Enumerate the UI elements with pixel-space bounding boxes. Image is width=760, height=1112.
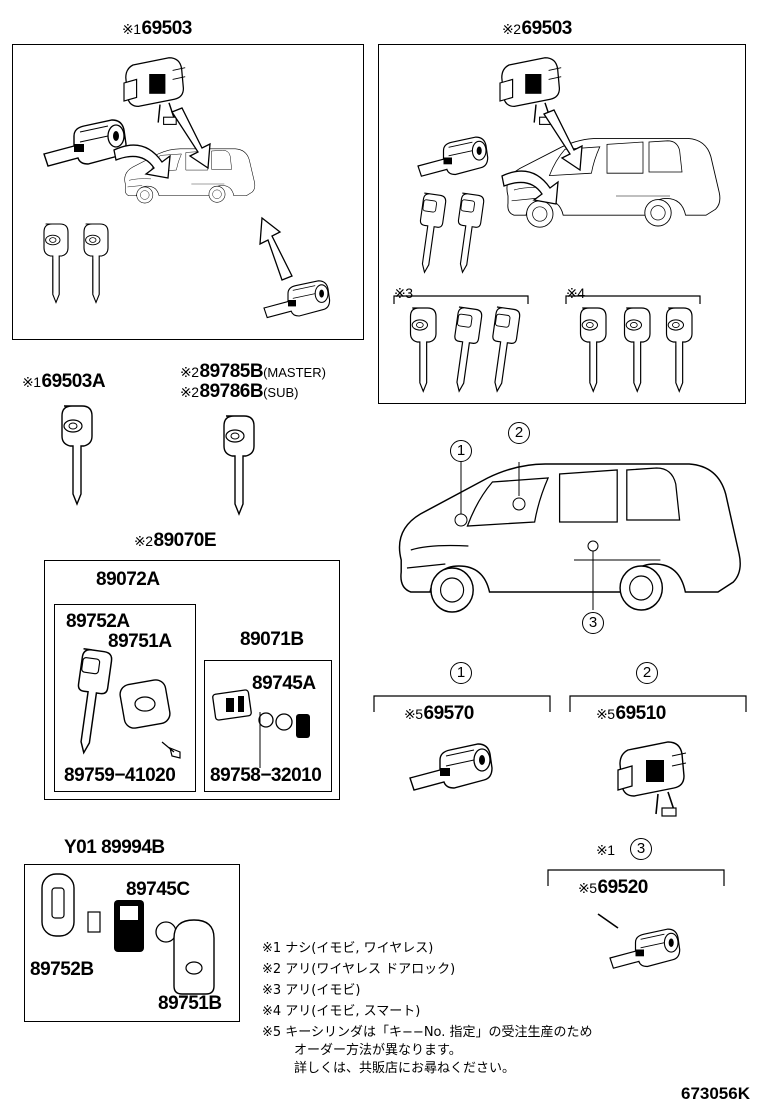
group-top-right-box bbox=[378, 44, 746, 404]
group-top-left-box bbox=[12, 44, 364, 340]
arrow-icon bbox=[543, 109, 583, 172]
group-top-right-label: ※269503 bbox=[502, 18, 572, 39]
screw-icon bbox=[161, 741, 181, 759]
transmitter-89070e-box bbox=[44, 560, 340, 800]
cylinder-3-mark: ※1 bbox=[596, 842, 615, 858]
part-89759-41020-label: 89759−41020 bbox=[64, 765, 176, 786]
note-1: ※1 ナシ(イモビ, ワイヤレス) bbox=[262, 941, 434, 956]
cylinder-1-callout: 1 bbox=[450, 662, 472, 684]
part-89751a-label: 89751A bbox=[108, 631, 172, 652]
cylinder-2-callout: 2 bbox=[636, 662, 658, 684]
note-4: ※4 アリ(イモビ, スマート) bbox=[262, 1004, 421, 1019]
arrow-icon bbox=[171, 107, 211, 170]
key-icon bbox=[409, 307, 437, 392]
transmitter-case-icon bbox=[119, 679, 171, 729]
cylinder-3-label: ※569520 bbox=[578, 877, 648, 898]
key-89785b-label: ※289785B(MASTER) bbox=[180, 361, 326, 382]
key-icon bbox=[579, 307, 607, 392]
bracket-line bbox=[373, 695, 551, 712]
bracket-line bbox=[565, 295, 701, 304]
callout-3: 3 bbox=[582, 612, 604, 634]
smart-key-label: Y01 89994B bbox=[64, 837, 165, 858]
leader-line bbox=[259, 712, 261, 768]
part-89752a-label: 89752A bbox=[66, 611, 130, 632]
arrow-icon bbox=[259, 216, 293, 281]
bracket-line bbox=[393, 295, 529, 304]
callout-leader-lines bbox=[454, 462, 599, 610]
door-cylinder-part bbox=[263, 280, 331, 319]
key-89786b-label: ※289786B(SUB) bbox=[180, 381, 299, 402]
cylinder-3-callout: 3 bbox=[630, 838, 652, 860]
part-89751b-label: 89751B bbox=[158, 993, 222, 1014]
note-2: ※2 アリ(ワイヤレス ドアロック) bbox=[262, 962, 456, 977]
transmitter-89070e-label: ※289070E bbox=[134, 530, 217, 551]
set-89072a-box bbox=[54, 604, 196, 792]
key-icon bbox=[43, 223, 69, 303]
part-89752b-label: 89752B bbox=[30, 959, 94, 980]
group-top-left-label: ※169503 bbox=[122, 18, 192, 39]
key-icon bbox=[61, 405, 93, 505]
key-icon bbox=[665, 307, 693, 392]
key-icon bbox=[484, 306, 522, 394]
set-89071b-box bbox=[204, 660, 332, 792]
cylinder-1-label: ※569570 bbox=[404, 703, 474, 724]
smart-key-box bbox=[24, 864, 240, 1022]
key-blade-icon bbox=[68, 648, 114, 756]
set-89071b-label: 89071B bbox=[240, 629, 304, 650]
callout-2: 2 bbox=[508, 422, 530, 444]
part-89758-32010-label: 89758−32010 bbox=[210, 765, 322, 786]
smart-key-board-icon bbox=[114, 900, 177, 952]
part-89745c-label: 89745C bbox=[126, 879, 190, 900]
small-part-icon bbox=[87, 911, 101, 933]
cylinder-2-label: ※569510 bbox=[596, 703, 666, 724]
ignition-cylinder-part bbox=[409, 743, 493, 791]
door-lock-cylinder-part bbox=[617, 741, 687, 817]
note-3: ※3 アリ(イモビ) bbox=[262, 983, 361, 998]
arrow-icon bbox=[113, 144, 171, 179]
key-icon bbox=[412, 192, 448, 275]
smart-key-shell-icon bbox=[173, 919, 215, 995]
catalog-code: 673056K bbox=[680, 1084, 750, 1103]
note-5-line-3: 詳しくは、共販店にお尋ねください。 bbox=[294, 1061, 516, 1076]
note-5-line-2: オーダー方法が異なります。 bbox=[294, 1043, 462, 1058]
transmitter-board-icon bbox=[212, 689, 310, 738]
callout-1: 1 bbox=[450, 440, 472, 462]
ignition-cylinder-part bbox=[417, 136, 489, 177]
key-69503a-label: ※169503A bbox=[22, 371, 106, 392]
smart-key-case-icon bbox=[41, 873, 75, 937]
note-5: ※5 キーシリンダは「キ−−No. 指定」の受注生産のため bbox=[262, 1025, 593, 1040]
key-icon bbox=[450, 192, 486, 275]
bracket-line bbox=[547, 869, 725, 886]
door-cylinder-part bbox=[597, 913, 681, 969]
key-icon bbox=[623, 307, 651, 392]
bracket-line bbox=[569, 695, 747, 712]
key-icon bbox=[446, 306, 484, 394]
key-icon bbox=[223, 415, 255, 515]
set-89072a-label: 89072A bbox=[96, 569, 160, 590]
key-icon bbox=[83, 223, 109, 303]
part-89745a-label: 89745A bbox=[252, 673, 316, 694]
arrow-icon bbox=[501, 170, 559, 205]
